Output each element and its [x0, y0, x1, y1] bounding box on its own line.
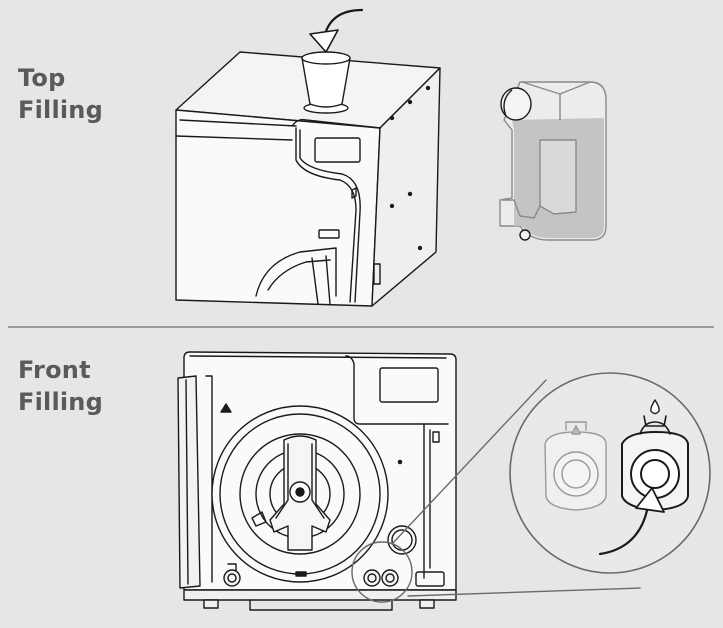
top-filling-title-line1: Top	[18, 64, 66, 92]
magnify-source-circle	[351, 541, 413, 603]
front-filling-label: Front Filling	[18, 354, 103, 418]
front-filling-section: Front Filling	[0, 328, 723, 628]
water-tank	[499, 81, 607, 241]
top-filling-label: Top Filling	[18, 62, 103, 126]
top-filling-section: Top Filling	[18, 8, 607, 307]
front-filling-title-line2: Filling	[18, 388, 103, 416]
curved-arrow-icon	[598, 487, 665, 556]
top-filling-title-line2: Filling	[18, 96, 103, 124]
section-divider	[8, 326, 714, 328]
water-drop-icon	[643, 399, 667, 427]
front-filling-title-line1: Front	[18, 356, 91, 384]
down-arrow-icon	[309, 8, 364, 53]
top-filling-illustration	[175, 8, 607, 307]
zoom-detail	[509, 372, 711, 574]
front-filling-illustration	[177, 351, 711, 611]
autoclave-top-view	[175, 51, 441, 307]
warning-icon	[220, 403, 232, 413]
autoclave-front-view	[177, 351, 457, 611]
